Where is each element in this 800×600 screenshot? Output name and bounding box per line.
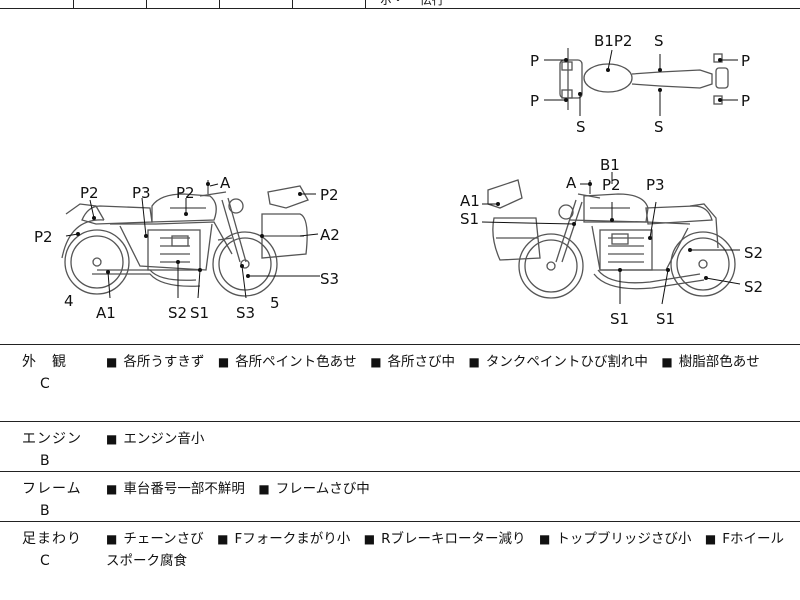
bullet-square-icon: ■ <box>370 355 382 369</box>
label-s: S <box>654 118 664 136</box>
label-p2: P2 <box>602 176 621 194</box>
marker-dots-right <box>496 182 708 280</box>
bullet-square-icon: ■ <box>217 355 230 369</box>
row-label: エンジン <box>22 431 82 447</box>
bullet-square-icon: ■ <box>106 355 118 369</box>
row-items: ■ 車台番号一部不鮮明 ■ フレームさび中 <box>106 478 790 500</box>
label-p: P <box>530 52 539 70</box>
grade-value: B <box>40 453 50 469</box>
label-p3: P3 <box>646 176 665 194</box>
condition-row-suspension: 足まわり C ■ チェーンさび ■ Fフォークまがり小 ■ Rブレーキローター減り ■… <box>0 522 800 600</box>
label-5: 5 <box>270 294 280 312</box>
condition-item: 各所ペイント色あせ <box>235 354 357 370</box>
condition-item: Fフォークまがり小 <box>234 531 351 547</box>
label-s3: S3 <box>236 304 255 322</box>
condition-item: Rブレーキローター減り <box>381 531 526 547</box>
bullet-square-icon: ■ <box>468 355 480 369</box>
row-items: ■ チェーンさび ■ Fフォークまがり小 ■ Rブレーキローター減り ■ トップブリッジ… <box>106 528 790 572</box>
label-s1: S1 <box>460 210 479 228</box>
label-p: P <box>530 92 539 110</box>
condition-item: Fホイールスポーク腐食 <box>106 531 784 569</box>
condition-item: トップブリッジさび小 <box>556 531 692 547</box>
grade-value: C <box>40 376 50 392</box>
condition-item: エンジン音小 <box>123 431 205 447</box>
label-p: P <box>741 92 750 110</box>
bullet-square-icon: ■ <box>661 355 673 369</box>
marker-dots-left <box>76 182 302 278</box>
row-items: ■ エンジン音小 <box>106 428 790 450</box>
label-p2: P2 <box>80 184 99 202</box>
row-label: 外 観 <box>22 354 67 370</box>
label-p2: P2 <box>320 186 339 204</box>
condition-row-frame: フレーム B ■ 車台番号一部不鮮明 ■ フレームさび中 <box>0 472 800 522</box>
leader-lines-right <box>481 172 741 305</box>
bullet-square-icon: ■ <box>106 432 118 446</box>
bullet-square-icon: ■ <box>258 482 270 496</box>
strip-cell <box>73 0 147 8</box>
label-s3: S3 <box>320 270 339 288</box>
row-items: ■各所うすきず ■各所ペイント色あせ ■各所さび中 ■タンクペイントひび割れ中 … <box>106 351 790 373</box>
label-a2: A2 <box>320 226 340 244</box>
row-label: フレーム <box>22 481 82 497</box>
damage-diagram: P2 P3 P2 A P2 P2 A2 4 A1 S2 S1 S3 S3 5 B… <box>0 8 800 345</box>
label-a1: A1 <box>460 192 480 210</box>
label-b1: B1 <box>600 156 620 174</box>
condition-item: 各所うすきず <box>123 354 205 370</box>
labels-top: B1P2 S P P P P S S <box>530 32 750 136</box>
strip-cell <box>365 0 800 8</box>
labels-left: P2 P3 P2 A P2 P2 A2 4 A1 S2 S1 S3 S3 5 <box>34 174 340 322</box>
label-s2: S2 <box>168 304 187 322</box>
label-p2: P2 <box>176 184 195 202</box>
grade-value: C <box>40 553 50 569</box>
strip-cell <box>219 0 293 8</box>
condition-item: 各所さび中 <box>387 354 456 370</box>
label-s: S <box>654 32 664 50</box>
bullet-square-icon: ■ <box>704 532 717 546</box>
bullet-square-icon: ■ <box>106 482 118 496</box>
top-strip-fragment: ボ・一 伝行 <box>380 0 444 7</box>
motorcycle-diagram-svg: P2 P3 P2 A P2 P2 A2 4 A1 S2 S1 S3 S3 5 B… <box>34 32 763 328</box>
condition-row-exterior: 外 観 C ■ 各所うすきず ■ 各所ペイント色あせ ■ 各所さび中 ■ タンクペイント… <box>0 345 800 422</box>
side-view-right <box>487 179 736 299</box>
bullet-square-icon: ■ <box>363 532 376 546</box>
strip-cell <box>292 0 366 8</box>
leader-lines-left <box>65 183 320 299</box>
label-s1: S1 <box>610 310 629 328</box>
condition-item: フレームさび中 <box>275 481 370 497</box>
strip-cell <box>146 0 220 8</box>
label-4: 4 <box>64 292 74 310</box>
labels-right: B1 A P2 P3 A1 S1 S2 S2 S1 S1 <box>460 156 763 328</box>
condition-item: 車台番号一部不鮮明 <box>123 481 245 497</box>
label-a1: A1 <box>96 304 116 322</box>
bullet-square-icon: ■ <box>217 532 229 546</box>
label-p3: P3 <box>132 184 151 202</box>
row-label: 足まわり <box>22 531 82 547</box>
condition-item: 樹脂部色あせ <box>678 354 760 370</box>
label-b1p2: B1P2 <box>594 32 632 50</box>
label-s1: S1 <box>190 304 209 322</box>
label-a: A <box>566 174 577 192</box>
condition-item: チェーンさび <box>123 531 204 547</box>
label-a: A <box>220 174 231 192</box>
label-s2: S2 <box>744 278 763 296</box>
bullet-square-icon: ■ <box>539 532 551 546</box>
condition-row-engine: エンジン B ■ エンジン音小 <box>0 422 800 472</box>
condition-item: タンクペイントひび割れ中 <box>485 354 648 370</box>
bullet-square-icon: ■ <box>106 532 118 546</box>
label-p: P <box>741 52 750 70</box>
grade-value: B <box>40 503 50 519</box>
label-p2: P2 <box>34 228 53 246</box>
marker-dots-top <box>564 58 722 102</box>
label-s: S <box>576 118 586 136</box>
side-view-left <box>61 180 309 297</box>
top-view <box>559 48 729 110</box>
top-table-strip: ボ・一 伝行 <box>0 0 800 9</box>
label-s2: S2 <box>744 244 763 262</box>
label-s1: S1 <box>656 310 675 328</box>
leader-lines-top <box>544 49 738 116</box>
